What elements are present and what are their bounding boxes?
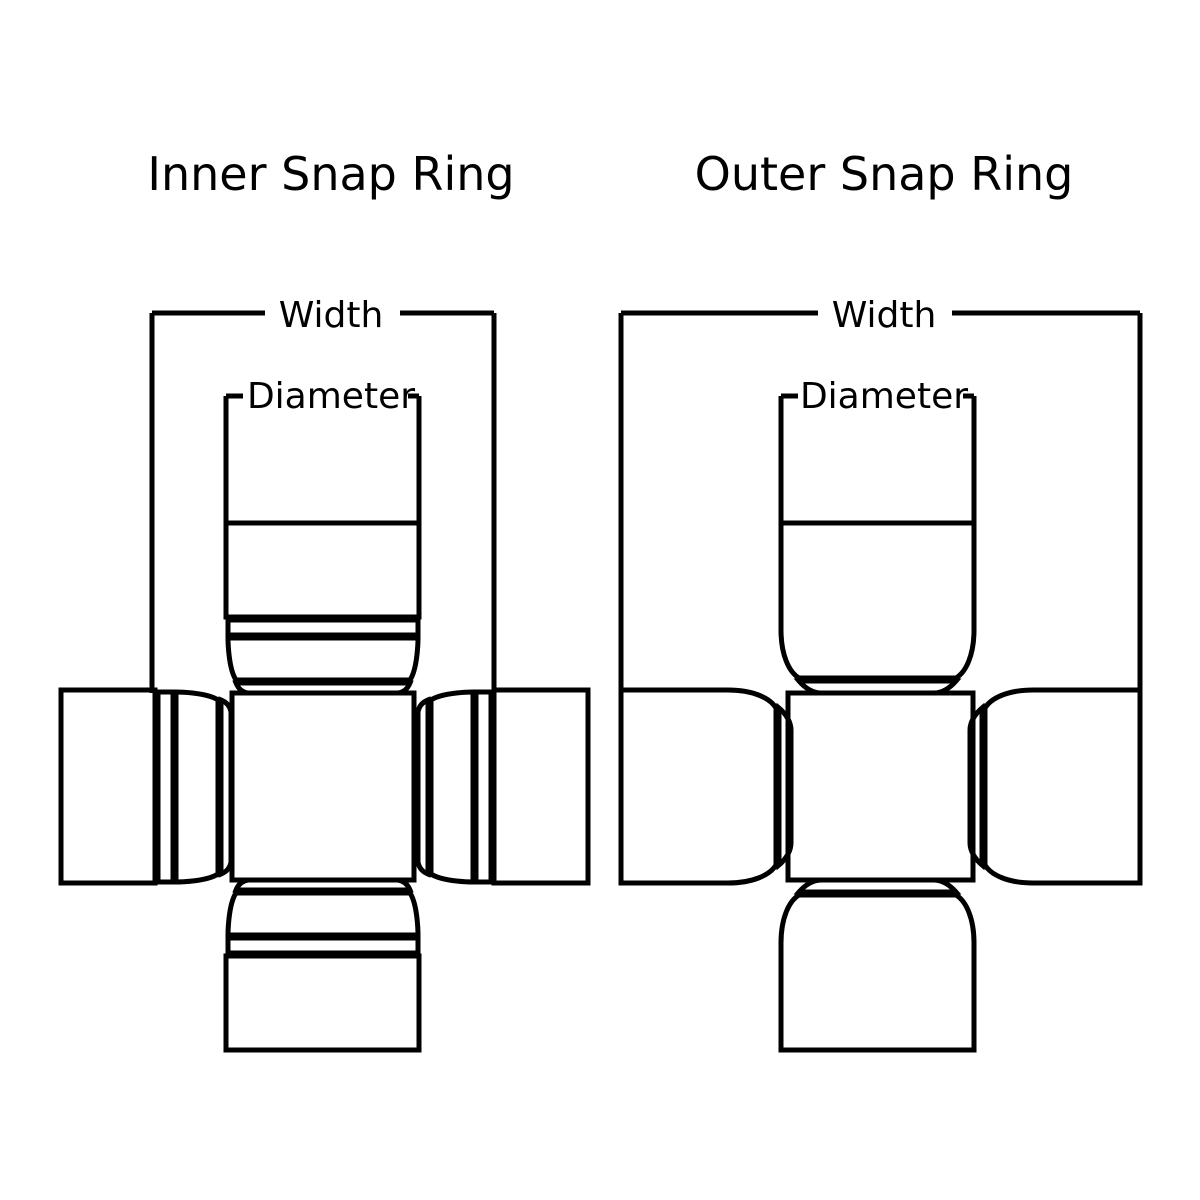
- bearing-cap-top-outer: [778, 520, 977, 696]
- cap-top-snapring-groove-inner: [225, 617, 421, 638]
- cap-right-seal-collar-inner: [428, 689, 476, 885]
- bearing-cap-bottom-inner: [223, 877, 422, 1053]
- bearing-cap-bottom-outer: [778, 877, 977, 1053]
- cap-bottom-seal-collar-inner: [225, 890, 421, 938]
- panel-title-outer: Outer Snap Ring: [695, 147, 1074, 201]
- cross-hub-body-inner: [229, 690, 417, 883]
- cap-left-seal-lip-outer: [776, 702, 794, 871]
- cap-top-body-inner: [223, 520, 422, 620]
- cap-left-snapring-groove-inner: [155, 689, 176, 885]
- cap-left-seal-collar-inner: [173, 689, 221, 885]
- cap-bottom-body-outer: [778, 892, 977, 1053]
- width-label-outer: Width: [832, 295, 937, 336]
- cap-left-body-inner: [58, 687, 158, 886]
- cross-hub-body-outer: [785, 690, 976, 883]
- cap-right-seal-lip-outer: [967, 702, 985, 871]
- cap-top-body-outer: [778, 520, 977, 681]
- bearing-cap-left-outer: [618, 687, 794, 886]
- bearing-cap-left-inner: [58, 687, 234, 886]
- panel-title-inner: Inner Snap Ring: [147, 147, 514, 201]
- diameter-label-inner: Diameter: [247, 376, 415, 417]
- cap-top-seal-collar-inner: [225, 635, 421, 683]
- cap-right-seal-lip-inner: [415, 696, 431, 878]
- panel-inner-snap-ring: Inner Snap Ring Width Diameter: [58, 147, 591, 1053]
- dimension-width-inner: Width: [149, 295, 497, 693]
- dimension-diameter-outer: Diameter: [778, 376, 977, 523]
- cap-left-body-outer: [618, 687, 779, 886]
- diameter-label-outer: Diameter: [800, 376, 968, 417]
- bearing-cap-top-inner: [223, 520, 422, 696]
- cap-right-body-inner: [491, 687, 591, 886]
- dimension-width-outer: Width: [618, 295, 1143, 693]
- cap-right-snapring-groove-inner: [473, 689, 494, 885]
- bearing-cap-right-inner: [415, 687, 591, 886]
- cap-bottom-body-inner: [223, 953, 422, 1053]
- cap-bottom-snapring-groove-inner: [225, 935, 421, 956]
- cap-right-body-outer: [982, 687, 1143, 886]
- panel-outer-snap-ring: Outer Snap Ring Width Diameter: [618, 147, 1143, 1053]
- dimension-diameter-inner: Diameter: [223, 376, 422, 523]
- bearing-cap-right-outer: [967, 687, 1143, 886]
- width-label-inner: Width: [279, 295, 384, 336]
